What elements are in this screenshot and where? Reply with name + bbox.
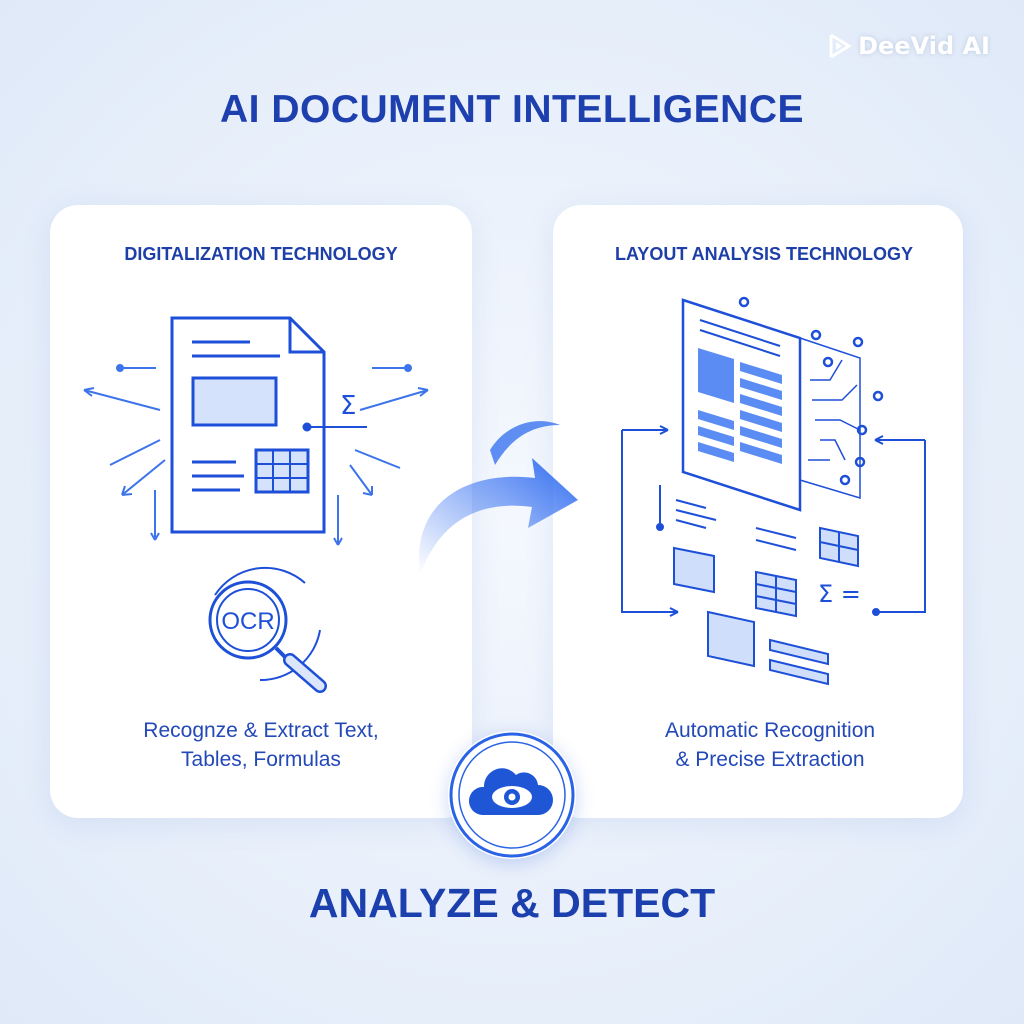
left-desc-line1: Recognze & Extract Text, xyxy=(143,719,379,742)
cloud-eye-icon xyxy=(449,732,575,858)
left-card-title: DIGITALIZATION TECHNOLOGY xyxy=(124,244,398,264)
ocr-magnifier-icon xyxy=(208,566,327,693)
sigma-symbol: Σ xyxy=(340,391,356,421)
transition-arrow-tail xyxy=(490,421,560,465)
right-desc-line2: & Precise Extraction xyxy=(675,748,865,771)
scan-rays xyxy=(83,364,429,546)
document-icon xyxy=(170,316,367,534)
left-desc-line2: Tables, Formulas xyxy=(181,748,341,771)
left-card-description: Recognze & Extract Text, Tables, Formula… xyxy=(50,716,472,774)
bottom-label: ANALYZE & DETECT xyxy=(308,880,716,926)
center-badge xyxy=(448,731,576,859)
formula-symbol: Σ = xyxy=(818,580,861,608)
brand-name: DeeVid AI xyxy=(858,32,990,60)
page-title: AI DOCUMENT INTELLIGENCE xyxy=(220,88,804,131)
ocr-label: OCR xyxy=(221,608,274,635)
right-card-description: Automatic Recognition & Precise Extracti… xyxy=(553,716,987,774)
transition-arrow xyxy=(418,458,578,575)
right-card-title: LAYOUT ANALYSIS TECHNOLOGY xyxy=(614,244,914,264)
layout-blocks xyxy=(621,425,926,686)
play-logo-icon xyxy=(829,33,852,59)
layout-document-icon xyxy=(681,296,884,512)
brand-logo: DeeVid AI xyxy=(828,32,990,60)
right-desc-line1: Automatic Recognition xyxy=(664,719,876,742)
